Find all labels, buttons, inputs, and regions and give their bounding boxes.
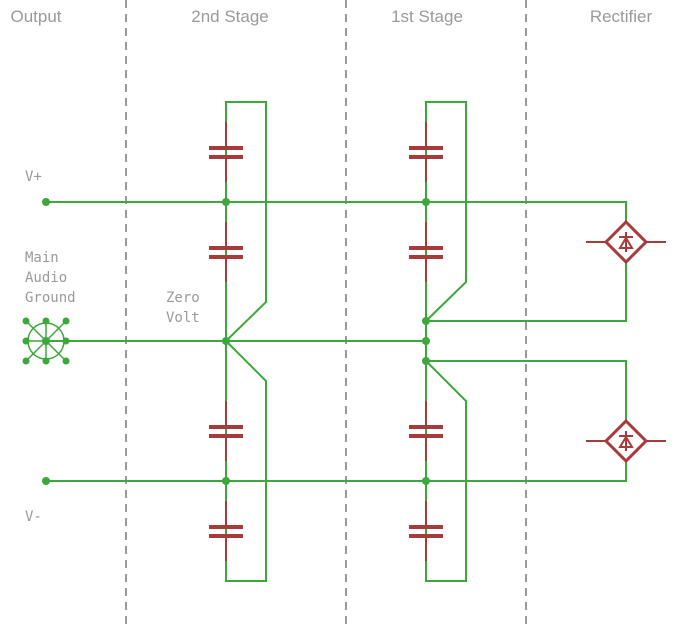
label-v-plus: V+ — [25, 169, 42, 185]
capacitor-2nd-stage-3 — [209, 401, 243, 461]
header-rectifier: Rectifier — [590, 7, 653, 26]
capacitor-1st-stage-3 — [409, 401, 443, 461]
capacitor-2nd-stage-4 — [209, 501, 243, 561]
label-v-minus: V- — [25, 509, 42, 525]
bridge-rectifier-lower — [586, 418, 666, 464]
header-output: Output — [10, 7, 61, 26]
capacitor-2nd-stage-2 — [209, 222, 243, 282]
capacitor-1st-stage-1 — [409, 122, 443, 182]
bridge-rectifier-upper — [586, 219, 666, 265]
wires — [46, 101, 627, 582]
label-ground-line3: Ground — [25, 290, 76, 306]
capacitor-1st-stage-2 — [409, 222, 443, 282]
label-ground-line2: Audio — [25, 270, 67, 286]
junction-nodes — [42, 198, 430, 485]
header-2nd-stage: 2nd Stage — [191, 7, 269, 26]
ground-star-terminal — [22, 317, 70, 365]
header-1st-stage: 1st Stage — [391, 7, 463, 26]
capacitor-1st-stage-4 — [409, 501, 443, 561]
label-zero-line2: Volt — [166, 310, 200, 326]
capacitor-2nd-stage-1 — [209, 122, 243, 182]
label-ground-line1: Main — [25, 250, 59, 266]
label-zero-line1: Zero — [166, 290, 200, 306]
